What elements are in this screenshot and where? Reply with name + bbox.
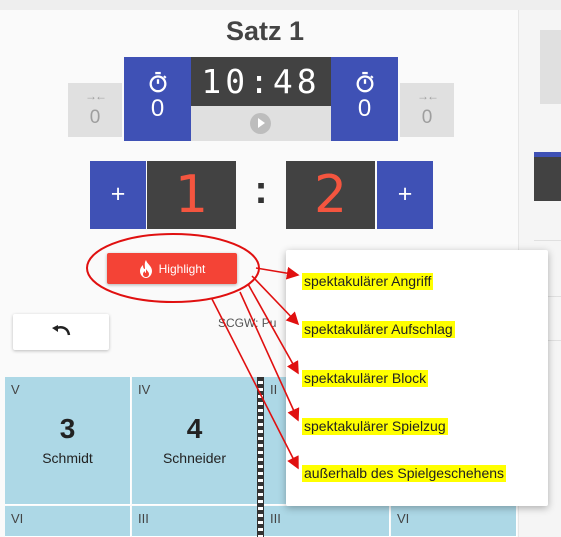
away-plus-button[interactable]: + xyxy=(377,161,433,229)
swap-arrows-icon: →← xyxy=(85,89,107,103)
position-label: VI xyxy=(11,511,24,526)
player-number: 4 xyxy=(186,413,203,444)
player-name: Schneider xyxy=(162,450,227,466)
game-clock: 10:48 xyxy=(191,57,331,106)
right-panel-block xyxy=(540,30,561,104)
menu-item-spektakulaerer-block[interactable]: spektakulärer Block xyxy=(302,370,429,387)
court-position-vi-right[interactable]: VI xyxy=(391,506,517,537)
position-label: III xyxy=(270,511,281,526)
menu-item-spektakulaerer-aufschlag[interactable]: spektakulärer Aufschlag xyxy=(302,321,455,338)
timeout-right-button[interactable]: 0 xyxy=(331,57,398,141)
menu-item-spektakulaerer-spielzug[interactable]: spektakulärer Spielzug xyxy=(302,418,448,435)
substitutions-right-count: 0 xyxy=(421,107,433,128)
stopwatch-icon xyxy=(356,71,374,93)
home-plus-button[interactable]: + xyxy=(90,161,146,229)
fire-icon xyxy=(139,259,152,278)
play-circle-icon[interactable] xyxy=(250,113,271,134)
position-label: III xyxy=(138,511,149,526)
player-name: Schmidt xyxy=(42,450,93,466)
timeout-left-count: 0 xyxy=(150,95,165,122)
top-strip xyxy=(0,0,561,10)
undo-button[interactable] xyxy=(13,314,109,350)
right-panel-accent xyxy=(534,152,561,157)
score-separator: : xyxy=(254,168,268,212)
court-position-iii-right[interactable]: III xyxy=(264,506,390,537)
menu-item-spektakulaerer-angriff[interactable]: spektakulärer Angriff xyxy=(302,273,434,290)
court-position-iii[interactable]: III xyxy=(132,506,258,537)
highlight-button[interactable]: Highlight xyxy=(107,253,237,284)
scgw-label: SCGW: Pu xyxy=(218,316,277,330)
timeout-right-count: 0 xyxy=(357,95,372,122)
court-position-v[interactable]: V 3 Schmidt xyxy=(5,377,131,505)
undo-icon xyxy=(52,325,71,336)
court-position-iv[interactable]: IV 4 Schneider xyxy=(132,377,258,505)
substitutions-right[interactable]: →← 0 xyxy=(400,83,454,137)
highlight-button-label: Highlight xyxy=(158,261,206,276)
position-label: IV xyxy=(138,382,151,397)
set-title: Satz 1 xyxy=(225,16,305,46)
substitutions-left[interactable]: →← 0 xyxy=(68,83,122,137)
substitutions-left-count: 0 xyxy=(89,107,101,128)
menu-item-ausserhalb-des-spielgeschehens[interactable]: außerhalb des Spielgeschehens xyxy=(302,465,507,482)
court-net xyxy=(257,377,264,537)
timeout-left-button[interactable]: 0 xyxy=(124,57,191,141)
right-panel-dark-block xyxy=(534,157,561,201)
swap-arrows-icon: →← xyxy=(417,89,439,103)
player-number: 3 xyxy=(59,413,76,444)
stopwatch-icon xyxy=(149,71,167,93)
court-position-vi[interactable]: VI xyxy=(5,506,131,537)
position-label: VI xyxy=(397,511,410,526)
right-panel-divider xyxy=(534,240,561,241)
home-score: 1 xyxy=(147,161,236,229)
highlight-menu: spektakulärer Angriff spektakulärer Aufs… xyxy=(286,250,548,506)
position-label: V xyxy=(11,382,20,397)
position-label: II xyxy=(270,382,278,397)
away-score: 2 xyxy=(286,161,375,229)
